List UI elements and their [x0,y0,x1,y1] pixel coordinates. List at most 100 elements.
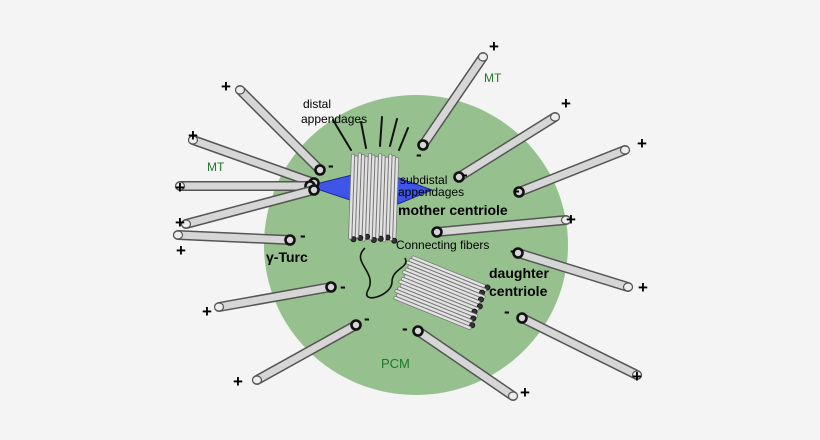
connecting-fibers-line [359,247,407,299]
plus-end-sign: + [520,383,530,402]
centriole-triplet [398,279,478,315]
gamma-turc-ring [308,184,320,196]
minus-end-sign: - [340,277,346,296]
plus-end-sign: + [188,126,198,145]
microtubule [516,312,643,380]
centriole-triplet [407,265,486,299]
microtubule-plus-end [549,112,561,122]
subdistal-label-line1: subdistal [400,173,447,187]
microtubule [453,112,561,183]
microtubule-plus-end [251,375,263,385]
polarity-signs: ++++++++++++++---------- [175,37,648,402]
microtubule-plus-end [622,282,634,292]
microtubule [431,215,572,238]
minus-end-sign: - [504,302,510,321]
centriole-triplet [377,154,386,242]
gamma-turc-ring [512,247,524,259]
centriole-triplet [397,286,477,322]
connecting-fibers-label: Connecting fibers [396,238,489,252]
microtubule [234,85,326,176]
centriole-triplet [399,283,478,318]
plus-end-sign: + [489,37,499,56]
centriole-triplet [375,153,383,240]
centriole-triplet [348,153,355,240]
distal-appendage-lines [332,116,409,151]
gamma-turc-ring [431,226,443,238]
microtubule [417,52,489,151]
centriole-triplet [393,295,472,330]
minus-end-sign: - [462,165,468,184]
gamma-turc-ring [516,312,528,324]
minus-end-sign: - [364,309,370,328]
microtubule-plus-end [180,219,192,229]
mt-label-left: MT [207,160,225,174]
daughter-centriole-barrel [393,255,491,330]
centriole-triplet [350,155,359,243]
distal-label-line2: appendages [301,112,367,126]
minus-end-sign: - [328,156,334,175]
microtubule-plus-end [560,215,572,225]
centriole-triplet [394,289,473,323]
gamma-turc-ring [325,281,337,293]
gamma-turc-ring [453,171,465,183]
microtubule-plus-end [172,230,184,240]
centriole-triplet [403,274,483,310]
microtubule-plus-end [187,135,199,145]
daughter-label-line1: daughter [489,265,549,281]
centriole-triplet [388,155,396,242]
microtubule [513,145,631,198]
daughter-label-line2: centriole [489,283,548,299]
mt-label-top: MT [484,71,502,85]
microtubules [172,52,643,401]
gamma-turc-ring [284,234,296,246]
minus-end-sign: - [300,226,306,245]
centriole-triplet [408,258,487,293]
centriole-triplet [355,152,362,239]
minus-end-sign: - [514,181,520,200]
plus-end-sign: + [561,94,571,113]
gamma-turc-ring [350,319,362,331]
centriole-triplet [361,155,369,242]
plus-end-sign: + [175,178,185,197]
gamma-turc-ring [513,186,525,198]
mother-centriole-label: mother centriole [398,202,508,218]
plus-end-sign: + [637,134,647,153]
microtubule [512,247,634,292]
microtubule-plus-end [174,181,186,191]
plus-end-sign: + [176,241,186,260]
microtubule-plus-end [213,302,225,312]
minus-end-sign: - [510,241,516,260]
plus-end-sign: + [202,302,212,321]
gamma-turc-ring [412,325,424,337]
microtubule-plus-end [234,85,246,95]
microtubule-plus-end [477,52,489,62]
minus-end-sign: - [416,145,422,164]
plus-end-sign: + [175,213,185,232]
centriole-triplet [382,156,389,243]
plus-end-sign: + [233,372,243,391]
microtubule [213,281,337,312]
plus-end-sign: + [566,210,576,229]
gamma-turc-ring [417,139,429,151]
microtubule-plus-end [507,391,519,401]
gamma-turc-ring [314,164,326,176]
centriole-triplet [368,154,376,241]
microtubule [172,230,296,246]
mother-centriole-barrel [348,152,400,244]
microtubule [412,325,519,401]
microtubule [187,135,320,189]
centriole-triplet [370,156,379,244]
microtubule [180,184,320,229]
plus-end-sign: + [221,77,231,96]
centriole-triplet [411,255,491,291]
subdistal-label-line2: appendages [398,185,464,199]
pcm-label: PCM [381,356,410,371]
distal-label-line1: distal [303,97,331,111]
microtubule-plus-end [619,145,631,155]
centriole-triplet [357,154,366,242]
microtubule [174,180,316,192]
centriole-triplet [401,277,480,311]
gamma-turc-label: γ-Turc [266,249,308,265]
